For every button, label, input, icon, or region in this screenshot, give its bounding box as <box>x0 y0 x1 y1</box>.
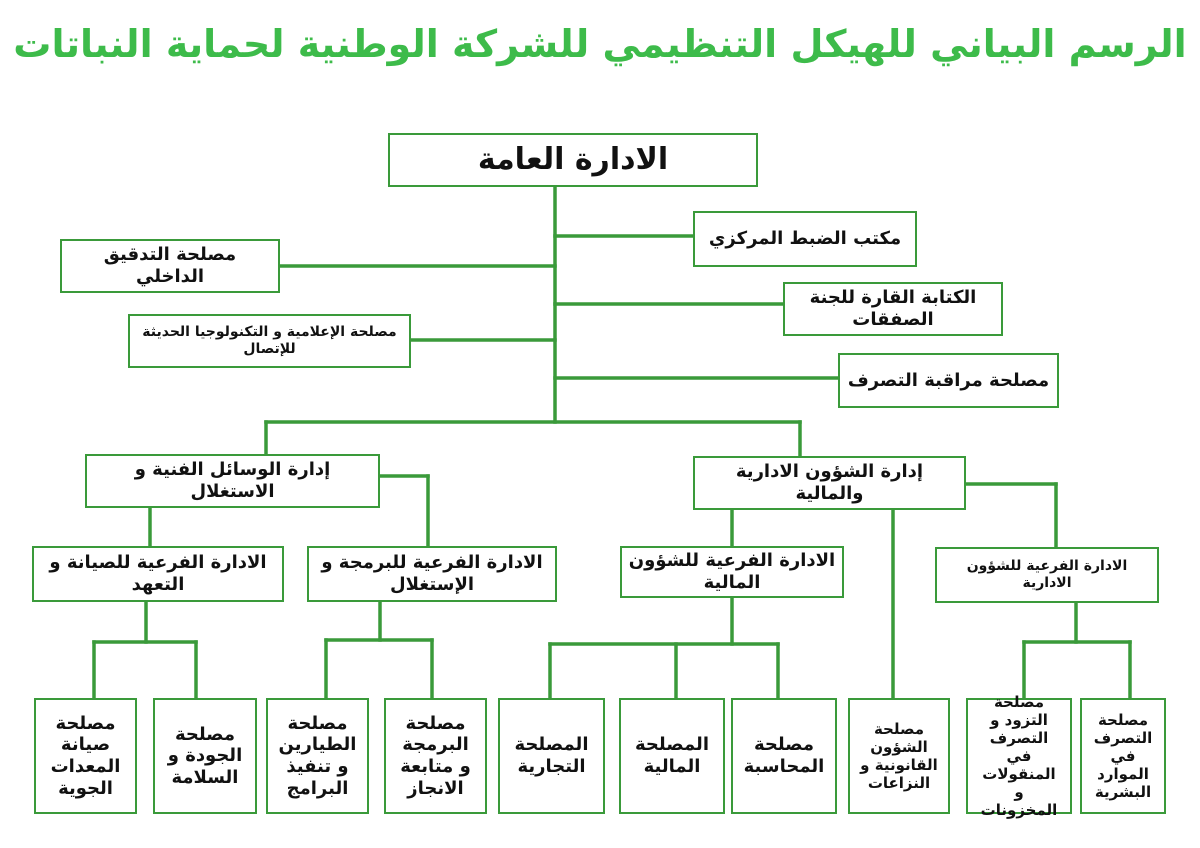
chart-title: الرسم البياني للهيكل التنظيمي للشركة الو… <box>13 22 1187 66</box>
aircraft-maintenance-service-box: مصلحة صيانة المعدات الجوية <box>34 698 137 814</box>
maintenance-subdirectorate-box: الادارة الفرعية للصيانة و التعهد <box>32 546 284 602</box>
central-control-office-box: مكتب الضبط المركزي <box>693 211 917 267</box>
technical-division-box: إدارة الوسائل الفنية و الاستغلال <box>85 454 380 508</box>
accounting-service-box: مصلحة المحاسبة <box>731 698 837 814</box>
general-management-box: الادارة العامة <box>388 133 758 187</box>
admin-finance-division-box: إدارة الشؤون الادارية والمالية <box>693 456 966 510</box>
human-resources-service-box: مصلحة التصرف في الموارد البشرية <box>1080 698 1166 814</box>
finance-subdirectorate-box: الادارة الفرعية للشؤون المالية <box>620 546 844 598</box>
financial-service-box: المصلحة المالية <box>619 698 725 814</box>
internal-audit-box: مصلحة التدقيق الداخلي <box>60 239 280 293</box>
commercial-service-box: المصلحة التجارية <box>498 698 605 814</box>
programming-followup-service-box: مصلحة البرمجة و متابعة الانجاز <box>384 698 487 814</box>
spending-control-box: مصلحة مراقبة التصرف <box>838 353 1059 408</box>
legal-affairs-service-box: مصلحة الشؤون القانونية و النزاعات <box>848 698 950 814</box>
it-communications-box: مصلحة الإعلامية و التكنولوجيا الحديثة لل… <box>128 314 411 368</box>
pilots-programs-service-box: مصلحة الطيارين و تنفيذ البرامج <box>266 698 369 814</box>
programming-subdirectorate-box: الادارة الفرعية للبرمجة و الإستغلال <box>307 546 557 602</box>
procurement-committee-box: الكتابة القارة للجنة الصفقات <box>783 282 1003 336</box>
supplies-inventory-service-box: مصلحة التزود و التصرف في المنقولات و الم… <box>966 693 1072 819</box>
quality-safety-service-box: مصلحة الجودة و السلامة <box>153 698 257 814</box>
admin-subdirectorate-box: الادارة الفرعية للشؤون الادارية <box>935 547 1159 603</box>
